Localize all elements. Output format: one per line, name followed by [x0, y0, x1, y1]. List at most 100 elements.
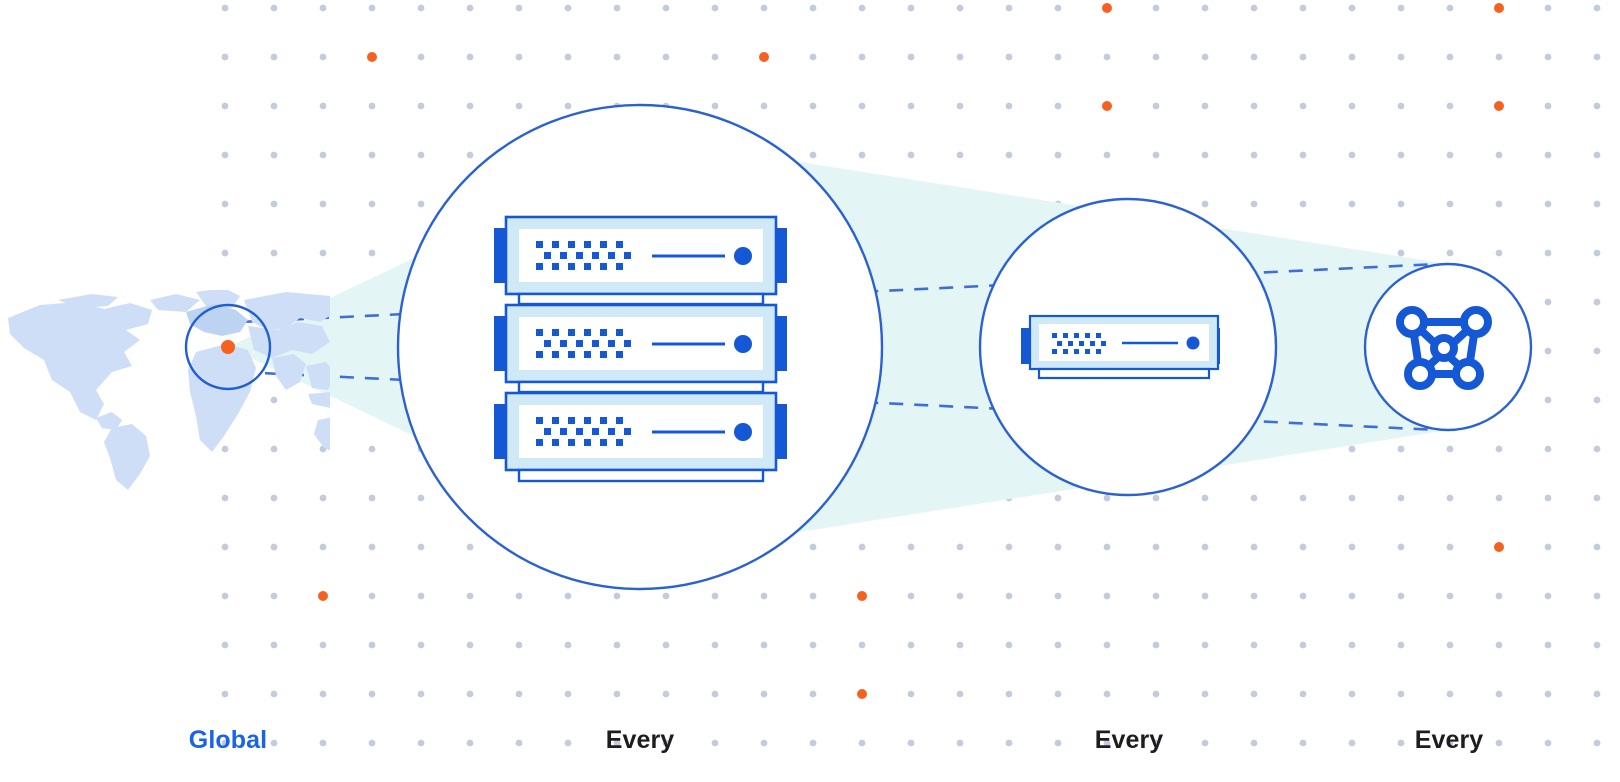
- grid-dot: [1544, 396, 1552, 404]
- grid-dot: [368, 4, 376, 12]
- server-rack-unit: [494, 303, 787, 384]
- grid-dot: [270, 494, 278, 502]
- grid-dot: [270, 53, 278, 61]
- grid-dot: [221, 690, 229, 698]
- grid-dot: [907, 739, 915, 747]
- grid-dot: [564, 4, 572, 12]
- grid-dot: [1299, 102, 1307, 110]
- grid-dot: [1250, 739, 1258, 747]
- grid-dot: [809, 151, 817, 159]
- grid-dot: [956, 543, 964, 551]
- grid-dot: [270, 200, 278, 208]
- grid-dot: [368, 151, 376, 159]
- grid-dot: [809, 592, 817, 600]
- grid-dot: [956, 739, 964, 747]
- grid-dot: [1152, 543, 1160, 551]
- grid-dot: [1446, 592, 1454, 600]
- grid-dot: [1201, 200, 1209, 208]
- grid-dot: [1348, 200, 1356, 208]
- grid-dot-highlight: [318, 591, 328, 601]
- grid-dot: [1544, 200, 1552, 208]
- grid-dot: [1054, 4, 1062, 12]
- grid-dot: [809, 690, 817, 698]
- grid-dot: [1544, 543, 1552, 551]
- grid-dot: [1446, 641, 1454, 649]
- grid-dot: [907, 151, 915, 159]
- grid-dot: [1005, 102, 1013, 110]
- grid-dot: [466, 151, 474, 159]
- grid-dot: [956, 641, 964, 649]
- grid-dot: [1054, 543, 1062, 551]
- grid-dot: [1397, 102, 1405, 110]
- grid-dot: [319, 4, 327, 12]
- grid-dot: [1152, 592, 1160, 600]
- grid-dot: [417, 4, 425, 12]
- grid-dot: [1446, 4, 1454, 12]
- grid-dot: [613, 4, 621, 12]
- grid-dot: [1495, 53, 1503, 61]
- grid-dot: [662, 53, 670, 61]
- grid-dot: [1103, 690, 1111, 698]
- grid-dot: [858, 151, 866, 159]
- grid-dot: [368, 641, 376, 649]
- grid-dot: [1544, 445, 1552, 453]
- grid-dot: [1005, 641, 1013, 649]
- grid-dot: [1593, 102, 1601, 110]
- grid-dot: [1201, 4, 1209, 12]
- grid-dot: [1152, 690, 1160, 698]
- grid-dot: [564, 53, 572, 61]
- grid-dot: [515, 592, 523, 600]
- grid-dot: [1201, 494, 1209, 502]
- grid-dot: [221, 102, 229, 110]
- grid-dot: [1495, 200, 1503, 208]
- grid-dot: [760, 690, 768, 698]
- grid-dot: [1201, 102, 1209, 110]
- grid-dot: [1054, 53, 1062, 61]
- grid-dot-highlight: [759, 52, 769, 62]
- grid-dot: [564, 739, 572, 747]
- grid-dot: [907, 102, 915, 110]
- grid-dot: [564, 641, 572, 649]
- grid-dot: [417, 200, 425, 208]
- grid-dot: [1495, 445, 1503, 453]
- grid-dot: [1348, 592, 1356, 600]
- grid-dot: [1005, 4, 1013, 12]
- grid-dot: [760, 641, 768, 649]
- grid-dot: [368, 739, 376, 747]
- grid-dot: [809, 4, 817, 12]
- grid-dot: [613, 592, 621, 600]
- grid-dot: [1250, 151, 1258, 159]
- grid-dot: [907, 592, 915, 600]
- grid-dot: [1446, 690, 1454, 698]
- grid-dot: [711, 102, 719, 110]
- grid-dot: [270, 102, 278, 110]
- grid-dot: [1397, 641, 1405, 649]
- grid-dot: [1250, 690, 1258, 698]
- grid-dot: [1299, 151, 1307, 159]
- grid-dot: [809, 739, 817, 747]
- grid-dot: [319, 249, 327, 257]
- grid-dot: [270, 249, 278, 257]
- grid-dot: [515, 4, 523, 12]
- grid-dot: [613, 690, 621, 698]
- grid-dot: [1593, 739, 1601, 747]
- grid-dot: [956, 4, 964, 12]
- grid-dot: [760, 102, 768, 110]
- grid-dot: [1593, 445, 1601, 453]
- grid-dot: [1544, 494, 1552, 502]
- grid-dot: [466, 592, 474, 600]
- grid-dot: [1299, 200, 1307, 208]
- grid-dot: [662, 4, 670, 12]
- grid-dot: [1397, 543, 1405, 551]
- grid-dot: [662, 641, 670, 649]
- grid-dot: [1201, 592, 1209, 600]
- grid-dot: [1544, 592, 1552, 600]
- grid-dot: [1544, 347, 1552, 355]
- grid-dot: [270, 543, 278, 551]
- label-line-1: Every: [605, 726, 675, 754]
- grid-dot: [319, 200, 327, 208]
- grid-dot: [1593, 151, 1601, 159]
- server-rack-unit: [494, 391, 787, 472]
- grid-dot: [907, 690, 915, 698]
